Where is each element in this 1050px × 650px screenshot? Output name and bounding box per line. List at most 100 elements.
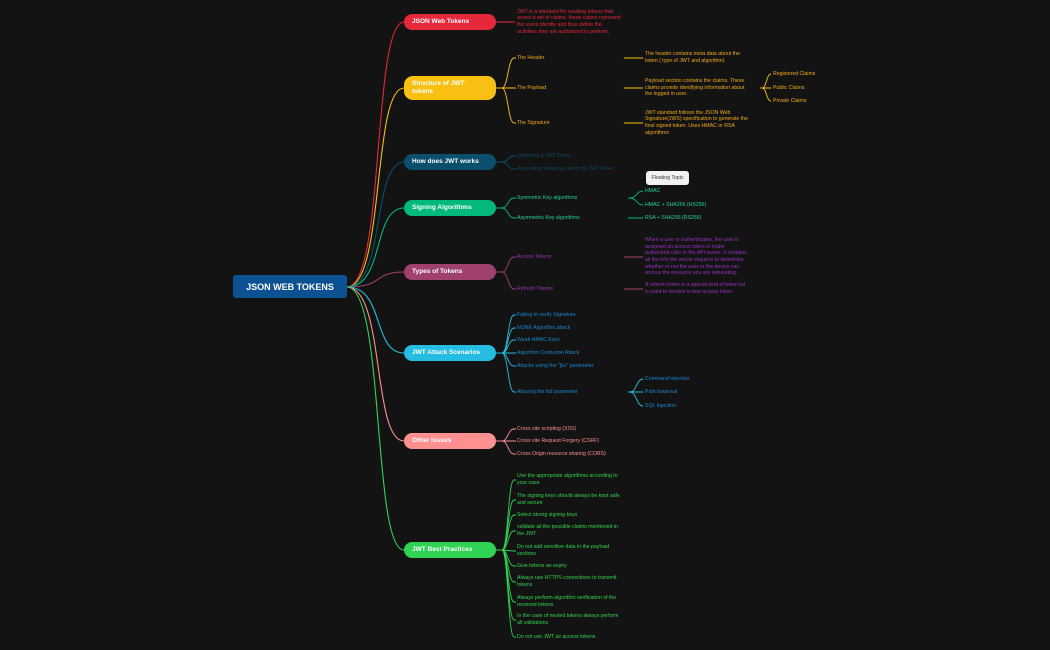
text-line: The Header <box>517 54 545 61</box>
branch-connector <box>346 21 405 288</box>
branch-topic[interactable]: Other Issues <box>404 433 496 449</box>
child-topic[interactable]: Cross site Request Forgery (CSRF) <box>517 438 599 445</box>
child-topic[interactable]: Access Tokens <box>517 254 552 261</box>
text-line: all the info the server requires to dete… <box>645 256 744 263</box>
child-connector <box>496 57 516 89</box>
branch-description: JWT is a standard for creating tokens th… <box>517 9 621 35</box>
text-line: NONE Algorithm attack <box>517 324 571 331</box>
sub-topic[interactable]: Command injection <box>645 376 689 383</box>
text-line: Failing to verify Signature <box>517 311 576 318</box>
text-line: the JWT <box>517 530 537 537</box>
child-topic[interactable]: The Payload <box>517 85 546 92</box>
child-topic[interactable]: Accessing resources using the JWT token <box>517 166 614 173</box>
child-topic[interactable]: Abusing the kid parameter <box>517 389 578 396</box>
branch-label: Signing Algorithms <box>412 204 472 211</box>
root-topic[interactable]: JSON WEB TOKENS <box>233 275 347 298</box>
child-topic[interactable]: The Signature <box>517 120 550 127</box>
child-description: Payload section contains the claims. The… <box>645 78 744 98</box>
subitem-connector <box>760 87 772 102</box>
child-topic[interactable]: Asymmetric Key algorithms <box>517 215 580 222</box>
branch-connector <box>346 271 405 288</box>
child-topic[interactable]: Give tokens an expiry <box>517 563 567 570</box>
sub-topic[interactable]: SQL Injection <box>645 403 676 410</box>
text-line: token ( type of JWT and algorithm) <box>645 57 725 64</box>
child-topic[interactable]: Attacks using the "jku" parameter <box>517 363 593 370</box>
text-line: When a user is authenticates, the user i… <box>645 237 739 244</box>
child-topic[interactable]: The signing keys should always be kept s… <box>517 493 620 506</box>
text-line: Command injection <box>645 375 690 382</box>
text-line: A refresh token is a special kind of tok… <box>645 282 746 289</box>
child-connector <box>496 207 516 219</box>
child-connector <box>496 549 516 638</box>
sub-topic[interactable]: Public Claims <box>773 85 804 92</box>
floating-topic[interactable]: Floating Topic <box>646 171 689 185</box>
child-topic[interactable]: NONE Algorithm attack <box>517 325 570 332</box>
text-line: Cross site scripting (XSS) <box>517 425 577 432</box>
child-topic[interactable]: Select strong signing keys <box>517 512 577 519</box>
text-line: Payload section contains the claims. The… <box>645 78 745 85</box>
text-line: Give tokens an expiry <box>517 562 567 569</box>
text-line: Weak HMAC Keys <box>517 336 560 343</box>
branch-label: JWT Attack Scenarios <box>412 349 481 356</box>
text-line: tokens <box>517 581 533 588</box>
text-line: Accessing resources using the JWT token <box>517 165 614 172</box>
child-topic[interactable]: Weak HMAC Keys <box>517 337 560 344</box>
branch-topic[interactable]: How does JWT works <box>404 154 496 170</box>
text-line: HMAC + SHA256 (HS256) <box>645 201 707 208</box>
branch-connector <box>346 286 405 551</box>
text-line: SQL Injection <box>645 402 676 409</box>
text-line: Do not add sensitive data in the payload <box>517 544 610 551</box>
child-topic[interactable]: In the case of nested tokens always perf… <box>517 613 619 626</box>
branch-connector <box>346 286 405 442</box>
branch-label: How does JWT works <box>412 158 479 165</box>
child-topic[interactable]: Cross site scripting (XSS) <box>517 426 576 433</box>
text-line: sections <box>517 550 537 557</box>
branch-topic[interactable]: Structure of JWT tokens <box>404 76 496 100</box>
child-topic[interactable]: validate all the possible claims mention… <box>517 524 618 537</box>
child-topic[interactable]: Obtaining a JWT Token <box>517 153 571 160</box>
child-topic[interactable]: Use the appropriate algorithms according… <box>517 473 618 486</box>
subitem-connector <box>628 190 644 199</box>
text-line: Select strong signing keys <box>517 511 578 518</box>
subitem-connector <box>628 197 644 206</box>
child-description: A refresh token is a special kind of tok… <box>645 282 745 295</box>
child-topic[interactable]: Always use HTTPS connections to transmit… <box>517 575 616 588</box>
child-topic[interactable]: Always perform algorithm verification of… <box>517 595 616 608</box>
text-line: and secure <box>517 499 543 506</box>
child-topic[interactable]: The Header <box>517 55 544 62</box>
sub-topic[interactable]: Private Claims <box>773 98 806 105</box>
child-topic[interactable]: Cross Origin resource sharing (CORS) <box>517 451 606 458</box>
text-line: activities they are authorized to perfor… <box>517 28 610 35</box>
text-line: HMAC <box>645 187 661 194</box>
text-line: Access Tokens <box>517 253 552 260</box>
text-line: Cross site Request Forgery (CSRF) <box>517 437 600 444</box>
child-topic[interactable]: Failing to verify Signature <box>517 312 576 319</box>
sub-topic[interactable]: RSA + SHA256 (RS256) <box>645 215 701 222</box>
child-topic[interactable]: Do not add sensitive data in the payload… <box>517 544 609 557</box>
text-line: is used to receive a new access token. <box>645 288 734 295</box>
child-topic[interactable]: Refresh Tokens <box>517 286 553 293</box>
branch-topic[interactable]: JSON Web Tokens <box>404 14 496 30</box>
sub-topic[interactable]: Path traversal <box>645 389 677 396</box>
text-line: Always perform algorithm verification of… <box>517 595 617 602</box>
branch-topic[interactable]: Signing Algorithms <box>404 200 496 216</box>
branch-topic[interactable]: JWT Attack Scenarios <box>404 345 496 361</box>
text-line: final signed token. Uses HMAC or RSA <box>645 122 735 129</box>
child-connector <box>496 352 516 393</box>
sub-topic[interactable]: HMAC <box>645 188 660 195</box>
child-topic[interactable]: Algorithm Confusion Attack <box>517 350 579 357</box>
text-line: Path traversal <box>645 388 678 395</box>
branch-topic[interactable]: Types of Tokens <box>404 264 496 280</box>
child-connector <box>496 161 516 170</box>
subitem-connector <box>760 73 772 89</box>
sub-topic[interactable]: HMAC + SHA256 (HS256) <box>645 202 706 209</box>
text-line: validate all the possible claims mention… <box>517 524 618 531</box>
branch-topic[interactable]: JWT Best Practices <box>404 542 496 558</box>
text-line: algorithms <box>645 129 669 136</box>
sub-topic[interactable]: Registered Claims <box>773 71 815 78</box>
root-label: JSON WEB TOKENS <box>246 281 334 292</box>
child-topic[interactable]: Do not use JWT as access tokens <box>517 634 595 641</box>
text-line: Asymmetric Key algorithms <box>517 214 580 221</box>
text-line: Use the appropriate algorithms according… <box>517 473 618 480</box>
child-topic[interactable]: Symmetric Key algorithms <box>517 195 577 202</box>
